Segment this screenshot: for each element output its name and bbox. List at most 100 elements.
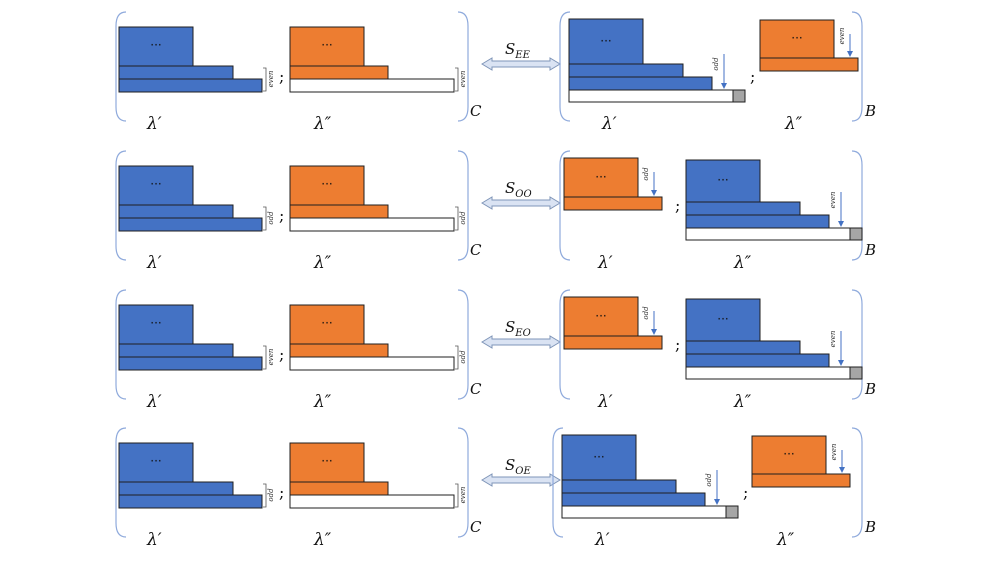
- left-second-white-row: [289, 78, 455, 93]
- map-label-sub: OO: [515, 189, 531, 200]
- right-second-arrow-head: [839, 467, 845, 473]
- left-first-row-1: [118, 481, 234, 496]
- left-second-ellipsis: ···: [321, 316, 332, 330]
- left-second-parity-brace: [455, 483, 459, 508]
- map-arrow: SEE: [481, 40, 561, 71]
- left-first-row-2: [118, 494, 263, 509]
- map-label-main: S: [505, 318, 515, 336]
- right-first-parity: odd: [642, 306, 650, 320]
- right-second-row-1: [685, 340, 801, 355]
- right-first-arrow-head: [651, 190, 657, 196]
- separator: ;: [743, 483, 748, 502]
- left-second-white-row: [289, 217, 455, 232]
- right-first-grey-tail: [725, 505, 739, 519]
- right-first-arrow-head: [651, 329, 657, 335]
- separator: ;: [675, 335, 680, 354]
- right-second-grey-tail: [849, 227, 863, 241]
- right-first-grey-tail: [732, 89, 746, 103]
- map-label-main: S: [505, 179, 515, 197]
- map-label-main: S: [505, 40, 515, 58]
- right-second-arrow-head: [838, 221, 844, 227]
- left-bracket: [115, 289, 469, 400]
- left-first-row-2: [118, 356, 263, 371]
- right-first-label: λ′: [597, 253, 613, 273]
- left-first-parity: odd: [267, 211, 275, 225]
- right-second-top-block: [685, 159, 761, 203]
- left-bracket: [115, 150, 469, 261]
- left-first-row-1: [118, 204, 234, 219]
- left-first-row-1: [118, 343, 234, 358]
- map-label-sub: OE: [515, 466, 531, 477]
- map-label: SEO: [505, 318, 531, 339]
- right-second-ellipsis: ···: [717, 312, 728, 326]
- left-first-parity-brace: [263, 206, 267, 231]
- right-first-white-row: [568, 89, 734, 103]
- left-bracket: [115, 427, 469, 538]
- right-first-row-2: [568, 76, 713, 91]
- left-second-top-block: [289, 442, 365, 483]
- right-first-row-2: [561, 492, 706, 507]
- left-first-parity-brace: [263, 345, 267, 370]
- left-first-ellipsis: ···: [150, 454, 161, 468]
- right-first-white-row: [561, 505, 727, 519]
- right-second-parity: even: [829, 191, 837, 208]
- map-label: SEE: [505, 40, 531, 61]
- right-second-row-2: [685, 214, 830, 229]
- separator: ;: [750, 67, 755, 86]
- left-second-row-1: [289, 481, 389, 496]
- left-second-parity: odd: [459, 211, 467, 225]
- right-set-label: B: [864, 241, 876, 259]
- left-second-ellipsis: ···: [321, 38, 332, 52]
- left-first-top-block: [118, 304, 194, 345]
- right-second-label: λ″: [733, 253, 752, 273]
- left-first-row-2: [118, 78, 263, 93]
- left-first-parity-brace: [263, 483, 267, 508]
- left-second-row-1: [289, 343, 389, 358]
- right-first-top-block: [563, 296, 639, 337]
- left-set-label: C: [470, 102, 482, 120]
- map-label-sub: EE: [514, 50, 530, 61]
- right-first-label: λ′: [594, 530, 610, 550]
- right-bracket: [552, 427, 863, 538]
- right-second-parity: even: [830, 443, 838, 460]
- right-bracket: [559, 11, 863, 122]
- right-bracket: [559, 289, 863, 400]
- right-first-label: λ′: [597, 392, 613, 412]
- left-first-top-block: [118, 26, 194, 67]
- separator: ;: [279, 345, 284, 364]
- right-first-arrow-head: [721, 83, 727, 89]
- right-second-white-row: [685, 366, 851, 380]
- left-first-ellipsis: ···: [150, 316, 161, 330]
- right-first-row-1: [563, 196, 663, 211]
- right-second-ellipsis: ···: [783, 447, 794, 461]
- left-first-label: λ′: [146, 392, 162, 412]
- left-second-parity-brace: [455, 206, 459, 231]
- left-second-white-row: [289, 494, 455, 509]
- left-second-top-block: [289, 304, 365, 345]
- right-first-row-1: [561, 479, 677, 494]
- left-first-label: λ′: [146, 114, 162, 134]
- right-second-arrow-head: [838, 360, 844, 366]
- left-set-label: C: [470, 241, 482, 259]
- right-second-row-1: [751, 473, 851, 488]
- left-second-top-block: [289, 26, 365, 67]
- right-second-row-1: [685, 201, 801, 216]
- right-first-row-1: [568, 63, 684, 78]
- right-first-top-block: [563, 157, 639, 198]
- left-second-ellipsis: ···: [321, 454, 332, 468]
- left-second-label: λ″: [313, 530, 332, 550]
- row-eo: ···even;···oddλ′λ″CSEOB···odd;···evenλ′λ…: [115, 289, 876, 412]
- left-second-label: λ″: [313, 114, 332, 134]
- right-first-label: λ′: [601, 114, 617, 134]
- double-arrow: [481, 473, 561, 487]
- map-label-sub: EO: [514, 328, 531, 339]
- right-first-ellipsis: ···: [593, 450, 604, 464]
- map-label: SOO: [505, 179, 532, 200]
